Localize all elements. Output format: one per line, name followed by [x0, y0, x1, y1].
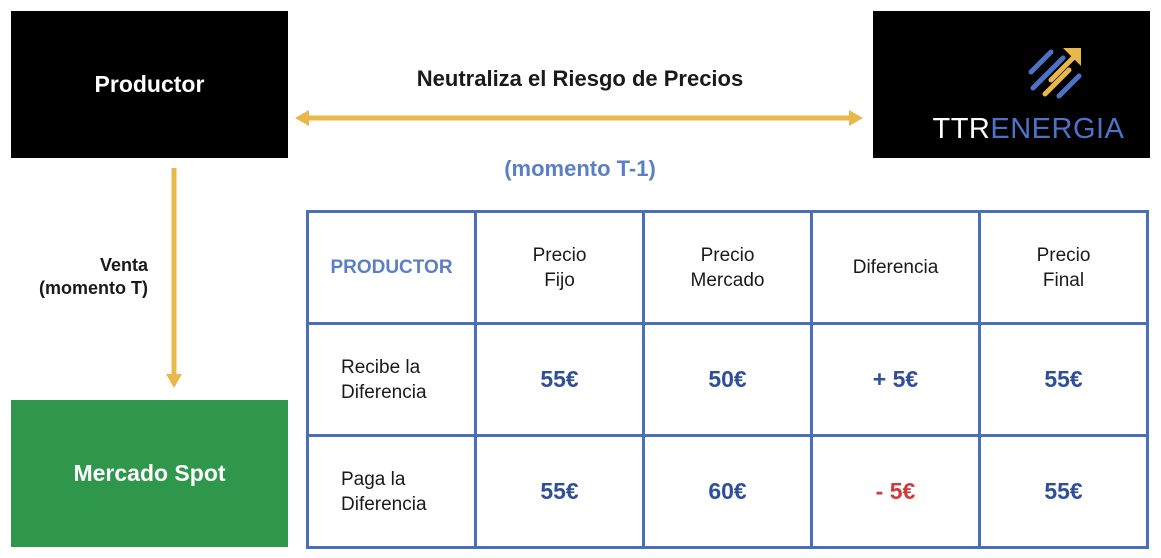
- table-header-row: PRODUCTOR Precio Fijo Precio Mercado Dif…: [306, 210, 1149, 325]
- cell-value: 55€: [978, 434, 1149, 549]
- cell-value: 50€: [642, 322, 813, 437]
- header-precio-mercado: Precio Mercado: [642, 210, 813, 325]
- cell-value: 60€: [642, 434, 813, 549]
- logo-text-accent: ENERGIA: [990, 112, 1125, 145]
- mercado-spot-box: Mercado Spot: [11, 400, 288, 547]
- mercado-spot-label: Mercado Spot: [73, 460, 226, 486]
- row-label-paga: Paga la Diferencia: [306, 434, 477, 549]
- cell-value: 55€: [474, 434, 645, 549]
- cell-value-negative: - 5€: [810, 434, 981, 549]
- logo-mark-icon: [1028, 47, 1081, 98]
- table-row: Recibe la Diferencia 55€ 50€ + 5€ 55€: [306, 322, 1149, 437]
- productor-box: Productor: [11, 11, 288, 158]
- row-label-recibe: Recibe la Diferencia: [306, 322, 477, 437]
- price-table: PRODUCTOR Precio Fijo Precio Mercado Dif…: [306, 210, 1149, 549]
- header-diferencia: Diferencia: [810, 210, 981, 325]
- table-row: Paga la Diferencia 55€ 60€ - 5€ 55€: [306, 434, 1149, 549]
- venta-line2: (momento T): [39, 278, 148, 298]
- moment-label: (momento T-1): [504, 156, 656, 181]
- ttr-energia-logo: TTRENERGIA: [917, 30, 1124, 145]
- double-arrow: [295, 110, 863, 126]
- down-arrow: [166, 168, 182, 388]
- headline: Neutraliza el Riesgo de Precios: [416, 66, 744, 91]
- table-corner-label: PRODUCTOR: [306, 210, 477, 325]
- productor-label: Productor: [94, 71, 205, 97]
- logo-text: TTRENERGIA: [933, 113, 1125, 146]
- cell-value: + 5€: [810, 322, 981, 437]
- ttr-energia-logo-box: TTRENERGIA: [873, 11, 1150, 158]
- header-precio-final: Precio Final: [978, 210, 1149, 325]
- venta-line1: Venta: [99, 255, 148, 275]
- venta-label: Venta (momento T): [8, 254, 148, 300]
- cell-value: 55€: [978, 322, 1149, 437]
- header-precio-fijo: Precio Fijo: [474, 210, 645, 325]
- cell-value: 55€: [474, 322, 645, 437]
- logo-text-main: TTR: [932, 112, 991, 145]
